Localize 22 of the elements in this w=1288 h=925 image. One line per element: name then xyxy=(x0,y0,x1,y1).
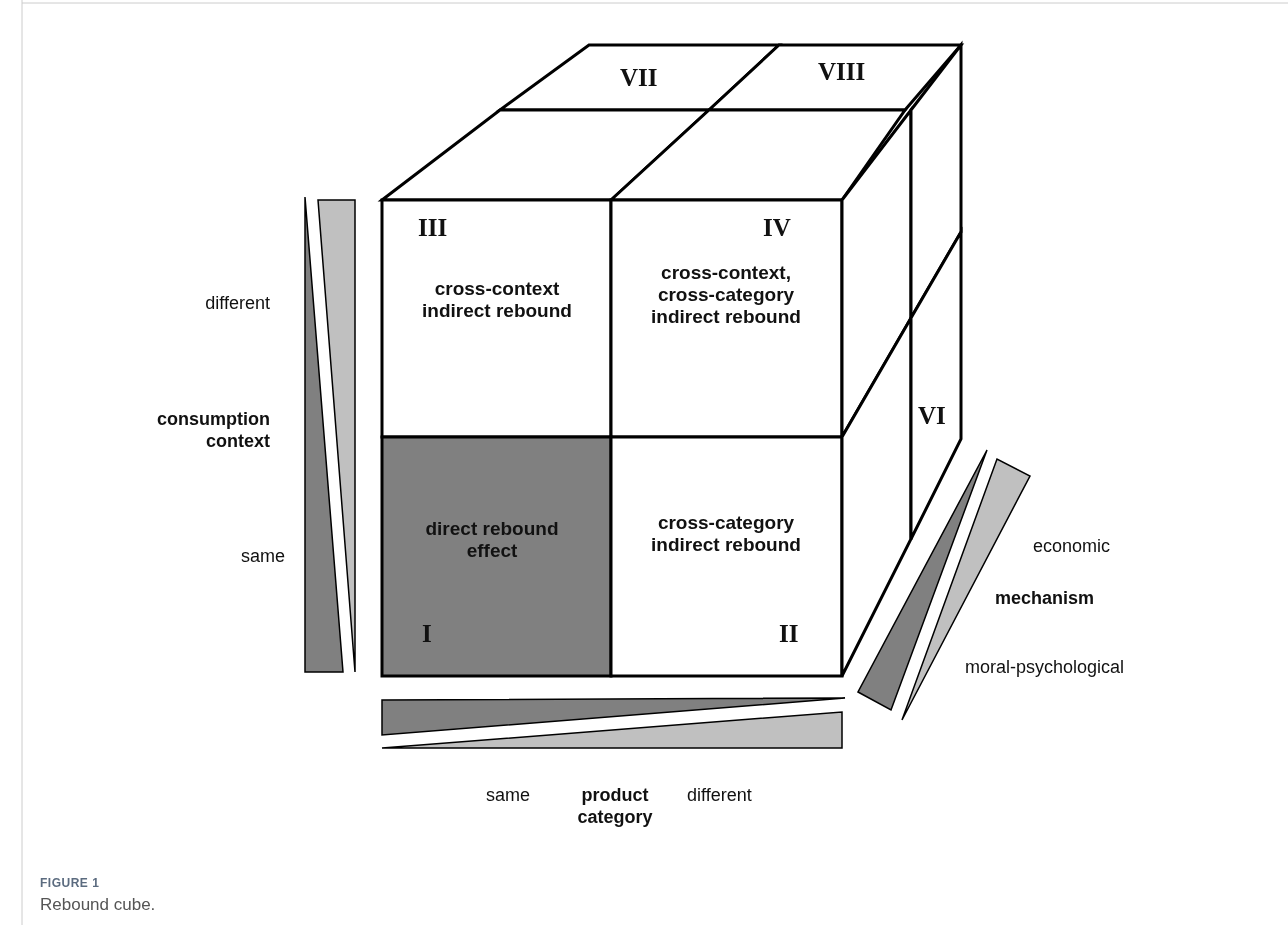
roman-numeral: II xyxy=(779,620,799,648)
roman-numeral: I xyxy=(422,620,432,648)
roman-numeral: VIII xyxy=(818,58,866,86)
roman-numeral: III xyxy=(418,214,448,242)
roman-numeral: IV xyxy=(763,214,791,242)
scale-end-label: same xyxy=(485,784,530,806)
cell-description: cross-category indirect rebound xyxy=(650,512,802,556)
roman-numeral: VII xyxy=(620,64,658,92)
figure-number: FIGURE 1 xyxy=(40,875,101,892)
roman-numeral: VI xyxy=(918,402,946,430)
scale-end-label: same xyxy=(240,545,285,567)
axis-title: consumption context xyxy=(156,408,270,452)
figure-caption: Rebound cube. xyxy=(40,894,156,916)
scale-end-label: economic xyxy=(1033,535,1112,557)
axis-title: product category xyxy=(576,784,654,828)
cell-description: direct rebound effect xyxy=(424,518,560,562)
scale-end-label: different xyxy=(204,292,270,314)
scale-end-label: different xyxy=(687,784,753,806)
scale-end-label: moral-psychological xyxy=(965,656,1126,678)
cell-description: cross-context indirect rebound xyxy=(421,278,573,322)
cell-description: cross-context, cross-category indirect rebound xyxy=(650,262,802,328)
axis-title: mechanism xyxy=(995,587,1096,609)
